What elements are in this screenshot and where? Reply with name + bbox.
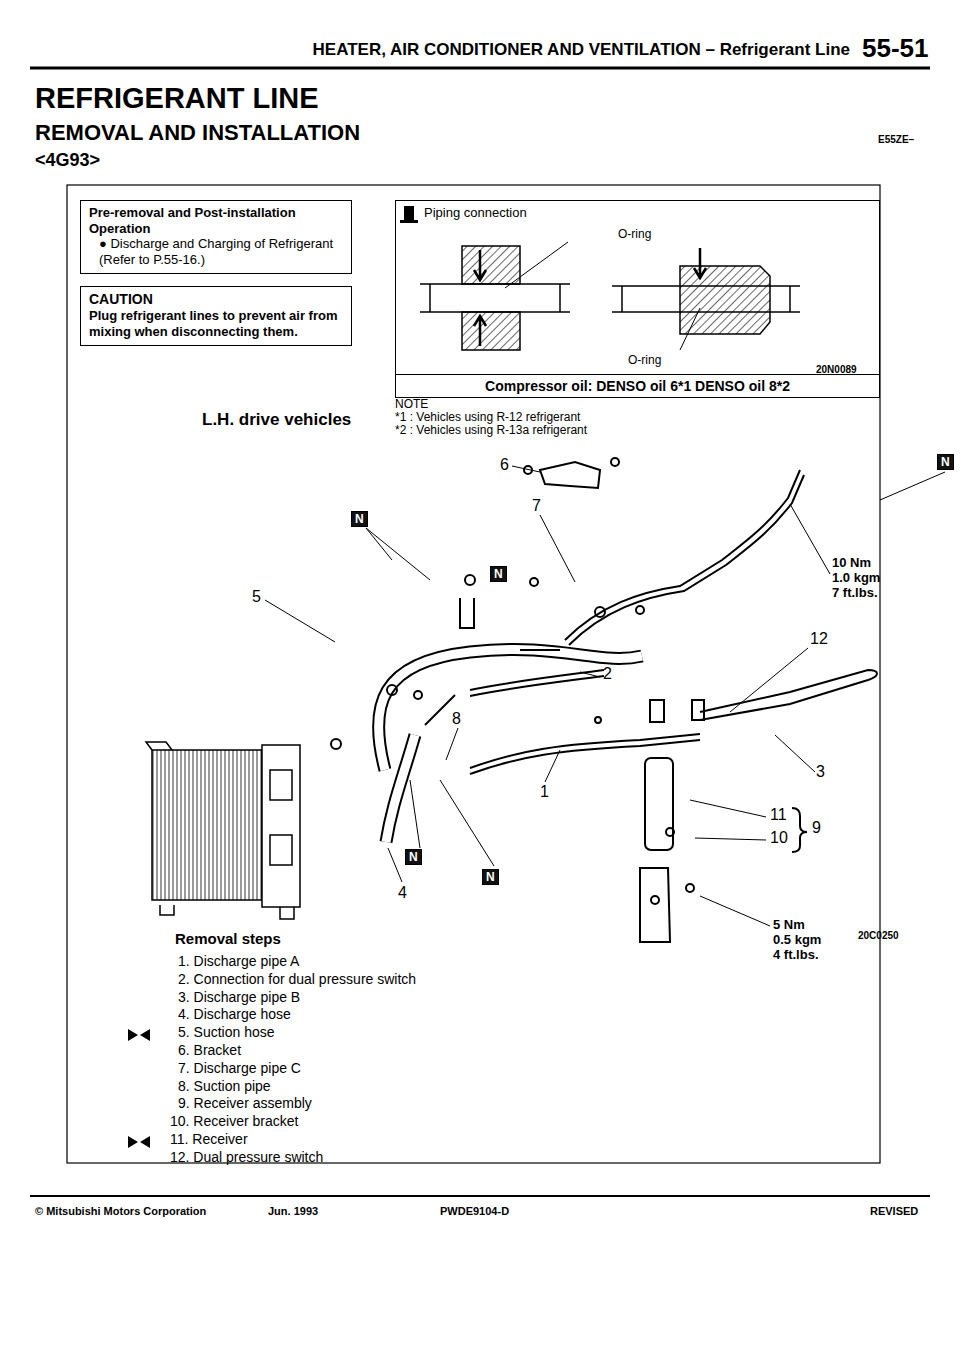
label-text: HEATER, AIR CONDITIONER AND VENTILATION … <box>313 40 850 60</box>
callout-number: 8 <box>452 710 461 728</box>
note-box: Piping connectionO-ringO-ring20N0089Comp… <box>395 200 880 398</box>
box-text: Plug refrigerant lines to prevent air fr… <box>89 308 343 339</box>
nonreusable-mark: N <box>405 849 422 865</box>
label-text: *2 : Vehicles using R-13a refrigerant <box>395 424 587 438</box>
box-text: O-ring <box>628 353 661 367</box>
removal-step: 2. Connection for dual pressure switch <box>178 971 416 987</box>
box-text: Compressor oil: DENSO oil 6*1 DENSO oil … <box>396 374 879 397</box>
callout-number: 6 <box>500 456 509 474</box>
note-box: Pre-removal and Post-installation Operat… <box>80 200 352 274</box>
removal-step: 8. Suction pipe <box>178 1078 271 1094</box>
removal-step: 12. Dual pressure switch <box>170 1149 323 1165</box>
removal-step: 11. Receiver <box>170 1131 248 1147</box>
callout-number: 3 <box>816 763 825 781</box>
removal-step: 3. Discharge pipe B <box>178 989 300 1005</box>
callout-number: 5 <box>252 588 261 606</box>
page-title: REFRIGERANT LINE <box>35 82 319 115</box>
callout-number: 10 <box>770 829 788 847</box>
label-text: Removal steps <box>175 930 281 947</box>
label-text: <4G93> <box>35 150 100 171</box>
removal-step: 7. Discharge pipe C <box>178 1060 301 1076</box>
removal-step: 10. Receiver bracket <box>170 1113 298 1129</box>
footer-text: Jun. 1993 <box>268 1205 318 1218</box>
nonreusable-mark: N <box>490 566 507 582</box>
label-text: L.H. drive vehicles <box>202 410 351 430</box>
box-text: O-ring <box>618 227 651 241</box>
box-text: CAUTION <box>89 291 343 308</box>
callout-number: 12 <box>810 630 828 648</box>
callout-number: 4 <box>398 884 407 902</box>
callout-number: 9 <box>812 819 821 837</box>
removal-step: 1. Discharge pipe A <box>178 953 299 969</box>
label-text: 55-51 <box>862 34 929 64</box>
callout-number: 1 <box>540 783 549 801</box>
label-text: NOTE <box>395 398 428 412</box>
box-text: Piping connection <box>424 205 527 221</box>
label-text: REMOVAL AND INSTALLATION <box>35 120 360 145</box>
torque-spec: 5 Nm 0.5 kgm 4 ft.lbs. <box>773 918 823 963</box>
removal-step: 5. Suction hose <box>178 1024 275 1040</box>
footer-text: REVISED <box>870 1205 918 1218</box>
note-box: CAUTIONPlug refrigerant lines to prevent… <box>80 286 352 346</box>
label-text: *1 : Vehicles using R-12 refrigerant <box>395 411 580 425</box>
nonreusable-mark: N <box>937 454 954 470</box>
label-text: E55ZE– <box>878 134 914 146</box>
footer-text: © Mitsubishi Motors Corporation <box>35 1205 206 1218</box>
removal-step: 4. Discharge hose <box>178 1006 291 1022</box>
box-text: ● Discharge and Charging of Refrigerant … <box>89 236 343 267</box>
label-text: 20C0250 <box>858 930 899 942</box>
box-text: Pre-removal and Post-installation Operat… <box>89 205 343 236</box>
callout-number: 2 <box>603 665 612 683</box>
torque-spec: 10 Nm 1.0 kgm 7 ft.lbs. <box>832 556 890 601</box>
removal-step: 9. Receiver assembly <box>178 1095 312 1111</box>
nonreusable-mark: N <box>351 511 368 527</box>
footer-text: PWDE9104-D <box>440 1205 509 1218</box>
nonreusable-mark: N <box>482 869 499 885</box>
callout-number: 7 <box>532 497 541 515</box>
removal-step: 6. Bracket <box>178 1042 241 1058</box>
callout-number: 11 <box>770 806 787 824</box>
